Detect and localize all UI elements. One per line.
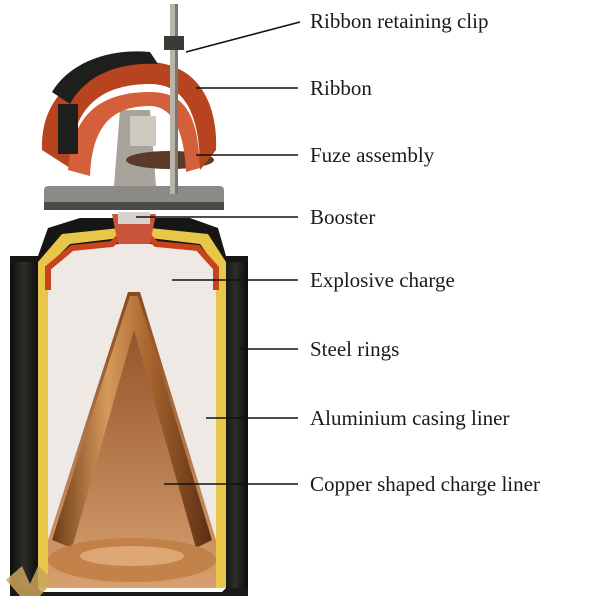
copper-liner (48, 292, 216, 588)
ribbon-dark-strap (52, 51, 158, 104)
ribbon-dark-strap-2 (58, 104, 78, 154)
leader-ribbon-retaining-clip (185, 21, 301, 53)
steel-bottom-edge (10, 588, 248, 596)
booster-part (112, 212, 156, 244)
retaining-clip-part (164, 4, 184, 194)
copper-cone-shape (52, 296, 212, 548)
fuze-base-ring-shadow (44, 202, 224, 210)
watermark-emblem (6, 566, 54, 596)
label-booster: Booster (310, 205, 375, 229)
retaining-rod-shadow (175, 4, 178, 194)
steel-rings-left (10, 258, 38, 588)
label-ribbon: Ribbon (310, 76, 372, 100)
callout-labels: Ribbon retaining clip Ribbon Fuze assemb… (310, 9, 540, 496)
label-copper-shaped-charge-liner: Copper shaped charge liner (310, 472, 540, 496)
copper-cone-cavity (48, 292, 216, 588)
steel-rings-right (222, 258, 248, 588)
label-explosive-charge: Explosive charge (310, 268, 455, 292)
label-ribbon-retaining-clip: Ribbon retaining clip (310, 9, 488, 33)
booster-cap (118, 212, 150, 224)
ribbon-folds (68, 92, 200, 176)
retaining-clip (164, 36, 184, 50)
label-aluminium-casing-liner: Aluminium casing liner (310, 406, 509, 430)
leader-lines (136, 21, 301, 485)
watermark-wing-icon (6, 566, 54, 596)
fuze-spring (130, 116, 156, 146)
retaining-rod (170, 4, 178, 194)
label-fuze-assembly: Fuze assembly (310, 143, 435, 167)
label-steel-rings: Steel rings (310, 337, 399, 361)
copper-cone-base-highlight (80, 546, 184, 566)
